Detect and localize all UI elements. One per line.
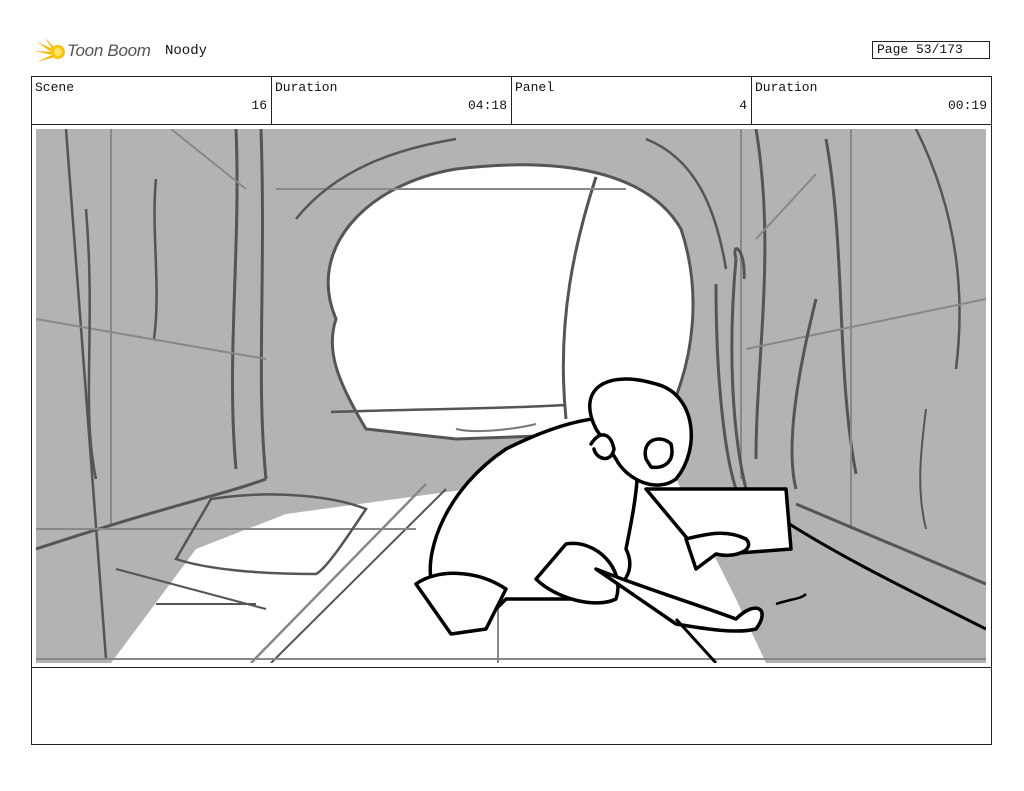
panel-cell: Panel 4: [512, 77, 752, 124]
panel-label: Panel: [515, 80, 555, 95]
scene-duration-label: Duration: [275, 80, 338, 95]
info-table: Scene 16 Duration 04:18 Panel 4 Duration…: [31, 76, 992, 125]
scene-value: 16: [251, 98, 267, 113]
panel-duration-value: 00:19: [947, 98, 987, 113]
scene-cell: Scene 16: [32, 77, 272, 124]
page-number: Page 53/173: [872, 41, 990, 59]
logo-text: Toon Boom: [67, 41, 151, 60]
notes-area: [31, 667, 992, 745]
project-title: Noody: [165, 43, 208, 59]
panel-duration-cell: Duration 00:19: [752, 77, 991, 124]
panel-value: 4: [739, 98, 747, 113]
scene-duration-cell: Duration 04:18: [272, 77, 512, 124]
panel-duration-label: Duration: [755, 80, 818, 95]
toon-boom-logo: Toon Boom: [33, 36, 158, 68]
scene-label: Scene: [35, 80, 75, 95]
storyboard-sketch: [36, 129, 986, 663]
storyboard-panel: [31, 124, 992, 668]
scene-duration-value: 04:18: [467, 98, 507, 113]
starburst-icon: [34, 38, 65, 62]
